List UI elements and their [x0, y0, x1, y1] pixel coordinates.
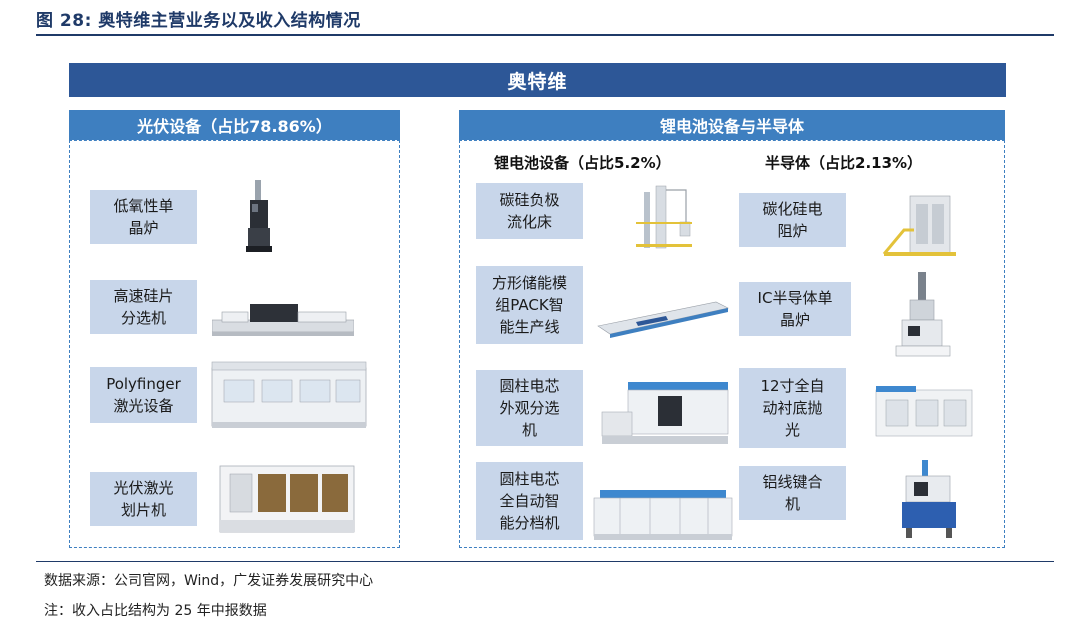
semi-item-label: 12寸全自 动衬底抛 光	[739, 368, 846, 448]
company-banner: 奥特维	[69, 63, 1006, 97]
ic-crystal-furnace-icon	[888, 270, 958, 362]
tall-furnace-machine-icon	[238, 180, 278, 254]
semi-item-label: 铝线键合 机	[739, 466, 846, 520]
source-note: 数据来源：公司官网，Wind，广发证券发展研究中心	[44, 570, 373, 590]
semiconductor-subheading: 半导体（占比2.13%）	[765, 152, 922, 173]
semi-item-label: IC半导体单 晶炉	[739, 282, 851, 336]
bottom-rule	[36, 561, 1054, 562]
sic-furnace-icon	[880, 190, 960, 264]
long-sorting-line-icon	[212, 296, 354, 340]
fluidized-bed-icon	[632, 182, 696, 252]
scribing-machine-icon	[218, 462, 358, 536]
battery-item-label: 圆柱电芯 全自动智 能分档机	[476, 462, 583, 540]
battery-item-label: 碳硅负极 流化床	[476, 183, 583, 239]
cell-inspection-machine-icon	[598, 374, 734, 450]
data-note: 注：收入占比结构为 25 年中报数据	[44, 600, 267, 620]
wire-bonder-icon	[892, 458, 966, 540]
pack-line-icon	[596, 296, 730, 340]
polishing-machine-icon	[872, 380, 976, 442]
cell-grading-machine-icon	[590, 482, 736, 542]
semi-item-label: 碳化硅电 阻炉	[739, 193, 846, 247]
laser-cabinet-icon	[210, 356, 370, 432]
pv-item-label: Polyfinger 激光设备	[90, 367, 197, 423]
top-rule	[36, 34, 1054, 36]
battery-semi-section-heading: 锂电池设备与半导体	[459, 110, 1005, 140]
battery-subheading: 锂电池设备（占比5.2%）	[494, 152, 671, 173]
pv-section-heading: 光伏设备（占比78.86%）	[69, 110, 400, 140]
pv-item-label: 光伏激光 划片机	[90, 472, 197, 526]
pv-item-label: 低氧性单 晶炉	[90, 190, 197, 244]
battery-item-label: 方形储能模 组PACK智 能生产线	[476, 266, 583, 344]
battery-item-label: 圆柱电芯 外观分选 机	[476, 370, 583, 446]
figure-title: 图 28: 奥特维主营业务以及收入结构情况	[36, 6, 361, 31]
pv-item-label: 高速硅片 分选机	[90, 280, 197, 334]
